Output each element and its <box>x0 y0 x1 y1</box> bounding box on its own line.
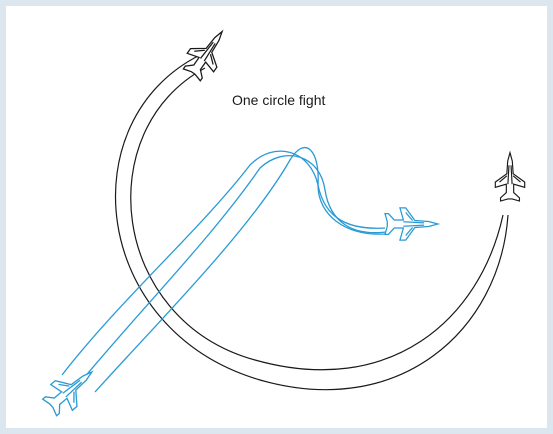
friendly-path-a <box>61 150 386 376</box>
friendly-jet-start-icon <box>38 358 104 421</box>
friendly-flight-paths <box>61 147 387 393</box>
friendly-jet-end-icon <box>384 207 439 241</box>
diagram-caption: One circle fight <box>232 92 326 108</box>
opponent-path-outer <box>115 54 509 391</box>
opponent-jet-end-icon <box>494 152 526 202</box>
friendly-path-c <box>94 147 386 393</box>
diagram-panel <box>6 6 547 428</box>
opponent-path-inner <box>130 67 504 371</box>
opponent-flight-paths <box>115 54 509 391</box>
opponent-jet-start-icon <box>177 21 236 85</box>
friendly-path-b <box>77 154 387 386</box>
